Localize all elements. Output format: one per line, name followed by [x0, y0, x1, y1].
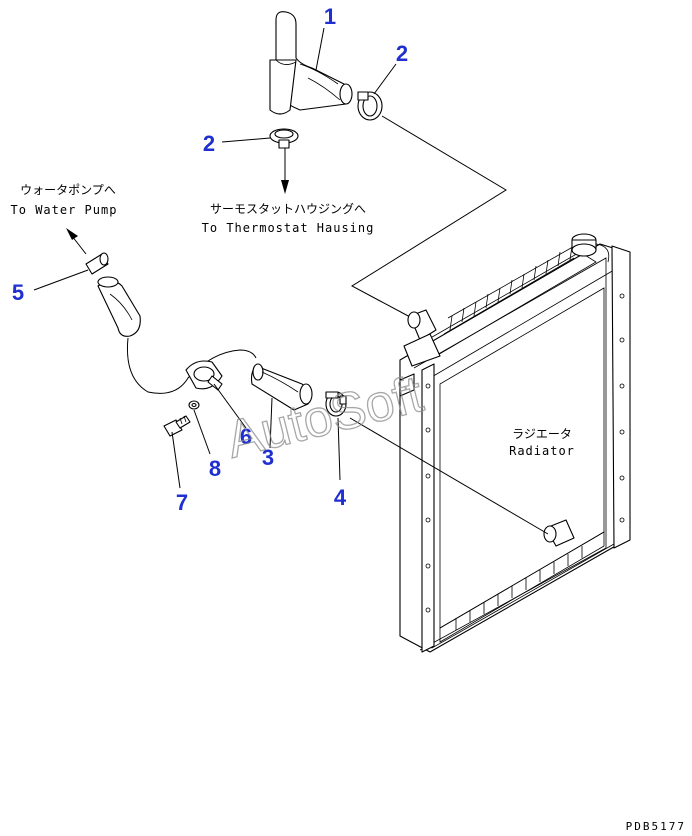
drawing-code: PDB5177: [626, 820, 686, 833]
radiator-cap: [571, 233, 610, 263]
radiator-right-holes: [619, 293, 625, 523]
hose-clamp-part-4: [325, 391, 347, 417]
callout-8: 8: [209, 456, 221, 481]
water-pump-arrow: [66, 228, 87, 255]
hose-clamp-part-2-upper: [357, 91, 383, 121]
thermostat-arrow: [281, 148, 289, 194]
callout-5: 5: [12, 280, 24, 305]
lower-hose-upper-piece: [97, 276, 141, 337]
radiator-left-tab: [399, 373, 415, 397]
water-pump-label-en: To Water Pump: [11, 203, 118, 217]
lower-hose-guide-line: [349, 417, 549, 535]
thermostat-label-jp: サーモスタットハウジングへ: [210, 202, 366, 216]
water-pump-pipe-end-part-5: [85, 252, 109, 275]
washer-part-8: [188, 400, 200, 410]
water-pump-label-jp: ウォータポンプへ: [20, 183, 116, 197]
radiator-label-jp: ラジエータ: [512, 427, 572, 441]
radiator-lower-outlet: [543, 519, 575, 547]
thermostat-label-en: To Thermostat Hausing: [202, 221, 375, 235]
radiator-label-en: Radiator: [509, 444, 575, 458]
leader-lines: [33, 27, 397, 489]
callout-1: 1: [324, 4, 336, 29]
hose-clamp-part-2-middle: [269, 128, 299, 149]
callout-2-upper: 2: [396, 41, 408, 66]
callout-2-middle: 2: [203, 131, 215, 156]
callout-6: 6: [240, 424, 252, 449]
callout-7: 7: [176, 490, 188, 515]
radiator-top-fins: [443, 243, 579, 335]
callout-4: 4: [334, 485, 347, 510]
hose-route-line: [126, 337, 257, 394]
upper-hose-guide-line: [351, 115, 507, 319]
radiator-left-bracket: [421, 363, 435, 653]
bolt-part-7: [163, 415, 191, 437]
radiator-assembly: [399, 233, 631, 653]
upper-hose-part-1: [269, 11, 353, 115]
radiator-bottom-fins: [439, 531, 605, 643]
radiator-upper-inlet: [403, 309, 441, 367]
lower-hose-part-3: [250, 363, 313, 411]
bracket-part-6: [185, 360, 223, 391]
callout-3: 3: [262, 445, 274, 470]
